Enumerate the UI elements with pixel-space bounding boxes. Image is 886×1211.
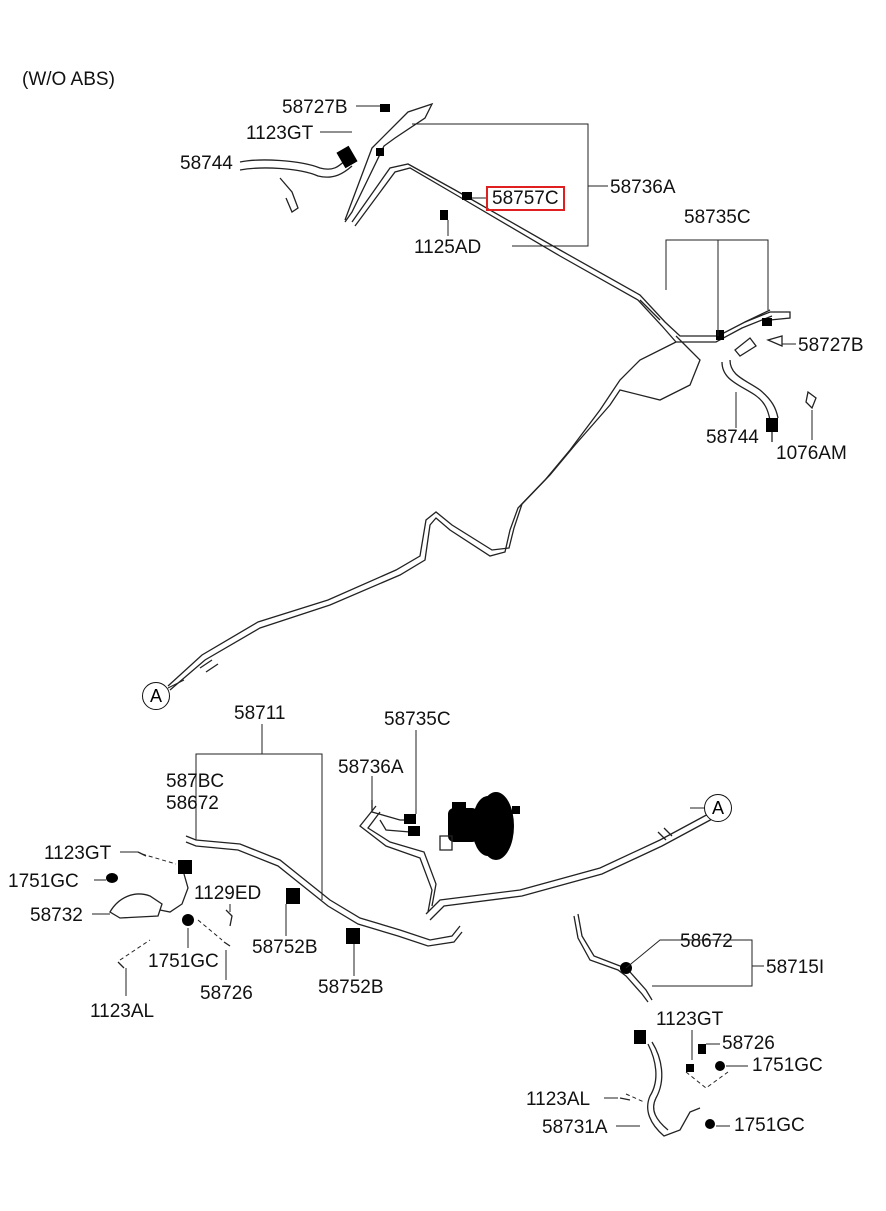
connector-A-upper: A [142, 682, 170, 710]
part-label-58672-left: 58672 [166, 793, 219, 814]
part-label-1751GC-right-upper: 1751GC [752, 1055, 823, 1076]
part-label-58735C-lower: 58735C [384, 709, 451, 730]
part-label-1751GC-mid: 1751GC [148, 951, 219, 972]
part-label-58735C-upper: 58735C [684, 207, 751, 228]
part-label-1123GT-left: 1123GT [44, 843, 112, 864]
part-label-1123GT-right: 1123GT [656, 1009, 724, 1030]
lower-leaders [92, 724, 764, 1127]
part-label-1123AL-right: 1123AL [526, 1089, 591, 1110]
part-label-1123GT-upper: 1123GT [246, 123, 314, 144]
part-label-58672-right: 58672 [680, 931, 733, 952]
part-label-58711: 58711 [234, 703, 286, 724]
part-label-58726-right: 58726 [722, 1033, 775, 1054]
part-label-58731A: 58731A [542, 1117, 608, 1138]
part-label-58715I: 58715I [766, 957, 825, 978]
part-label-1076AM: 1076AM [776, 443, 847, 464]
connector-A-lower: A [704, 794, 732, 822]
upper-main-tube [167, 102, 773, 691]
part-label-1129ED: 1129ED [194, 883, 262, 904]
upper-left-hose [239, 104, 472, 220]
part-label-58736A-upper: 58736A [610, 177, 676, 198]
part-label-58726-left: 58726 [200, 983, 253, 1004]
master-cylinder [359, 792, 520, 913]
part-label-1123AL-left: 1123AL [90, 1001, 155, 1022]
part-label-58727B-right: 58727B [798, 335, 864, 356]
upper-leaders [167, 105, 813, 689]
lower-left-caliper [106, 851, 360, 969]
part-label-58744-right: 58744 [706, 427, 759, 448]
part-label-58752B-lower: 58752B [318, 977, 384, 998]
part-label-58736A-lower: 58736A [338, 757, 404, 778]
lower-main-tube [185, 811, 715, 947]
part-label-58727B-upper: 58727B [282, 97, 348, 118]
part-label-1751GC-left: 1751GC [8, 871, 79, 892]
part-label-58752B-upper: 58752B [252, 937, 318, 958]
part-label-58744-upper: 58744 [180, 153, 233, 174]
variant-note: (W/O ABS) [22, 69, 115, 90]
part-label-1125AD: 1125AD [414, 237, 482, 258]
upper-right-fittings [716, 311, 817, 442]
part-label-58732: 58732 [30, 905, 83, 926]
part-label-58757C-highlighted[interactable]: 58757C [486, 186, 565, 211]
part-label-587BC: 587BC [166, 771, 225, 792]
part-label-1751GC-right-lower: 1751GC [734, 1115, 805, 1136]
